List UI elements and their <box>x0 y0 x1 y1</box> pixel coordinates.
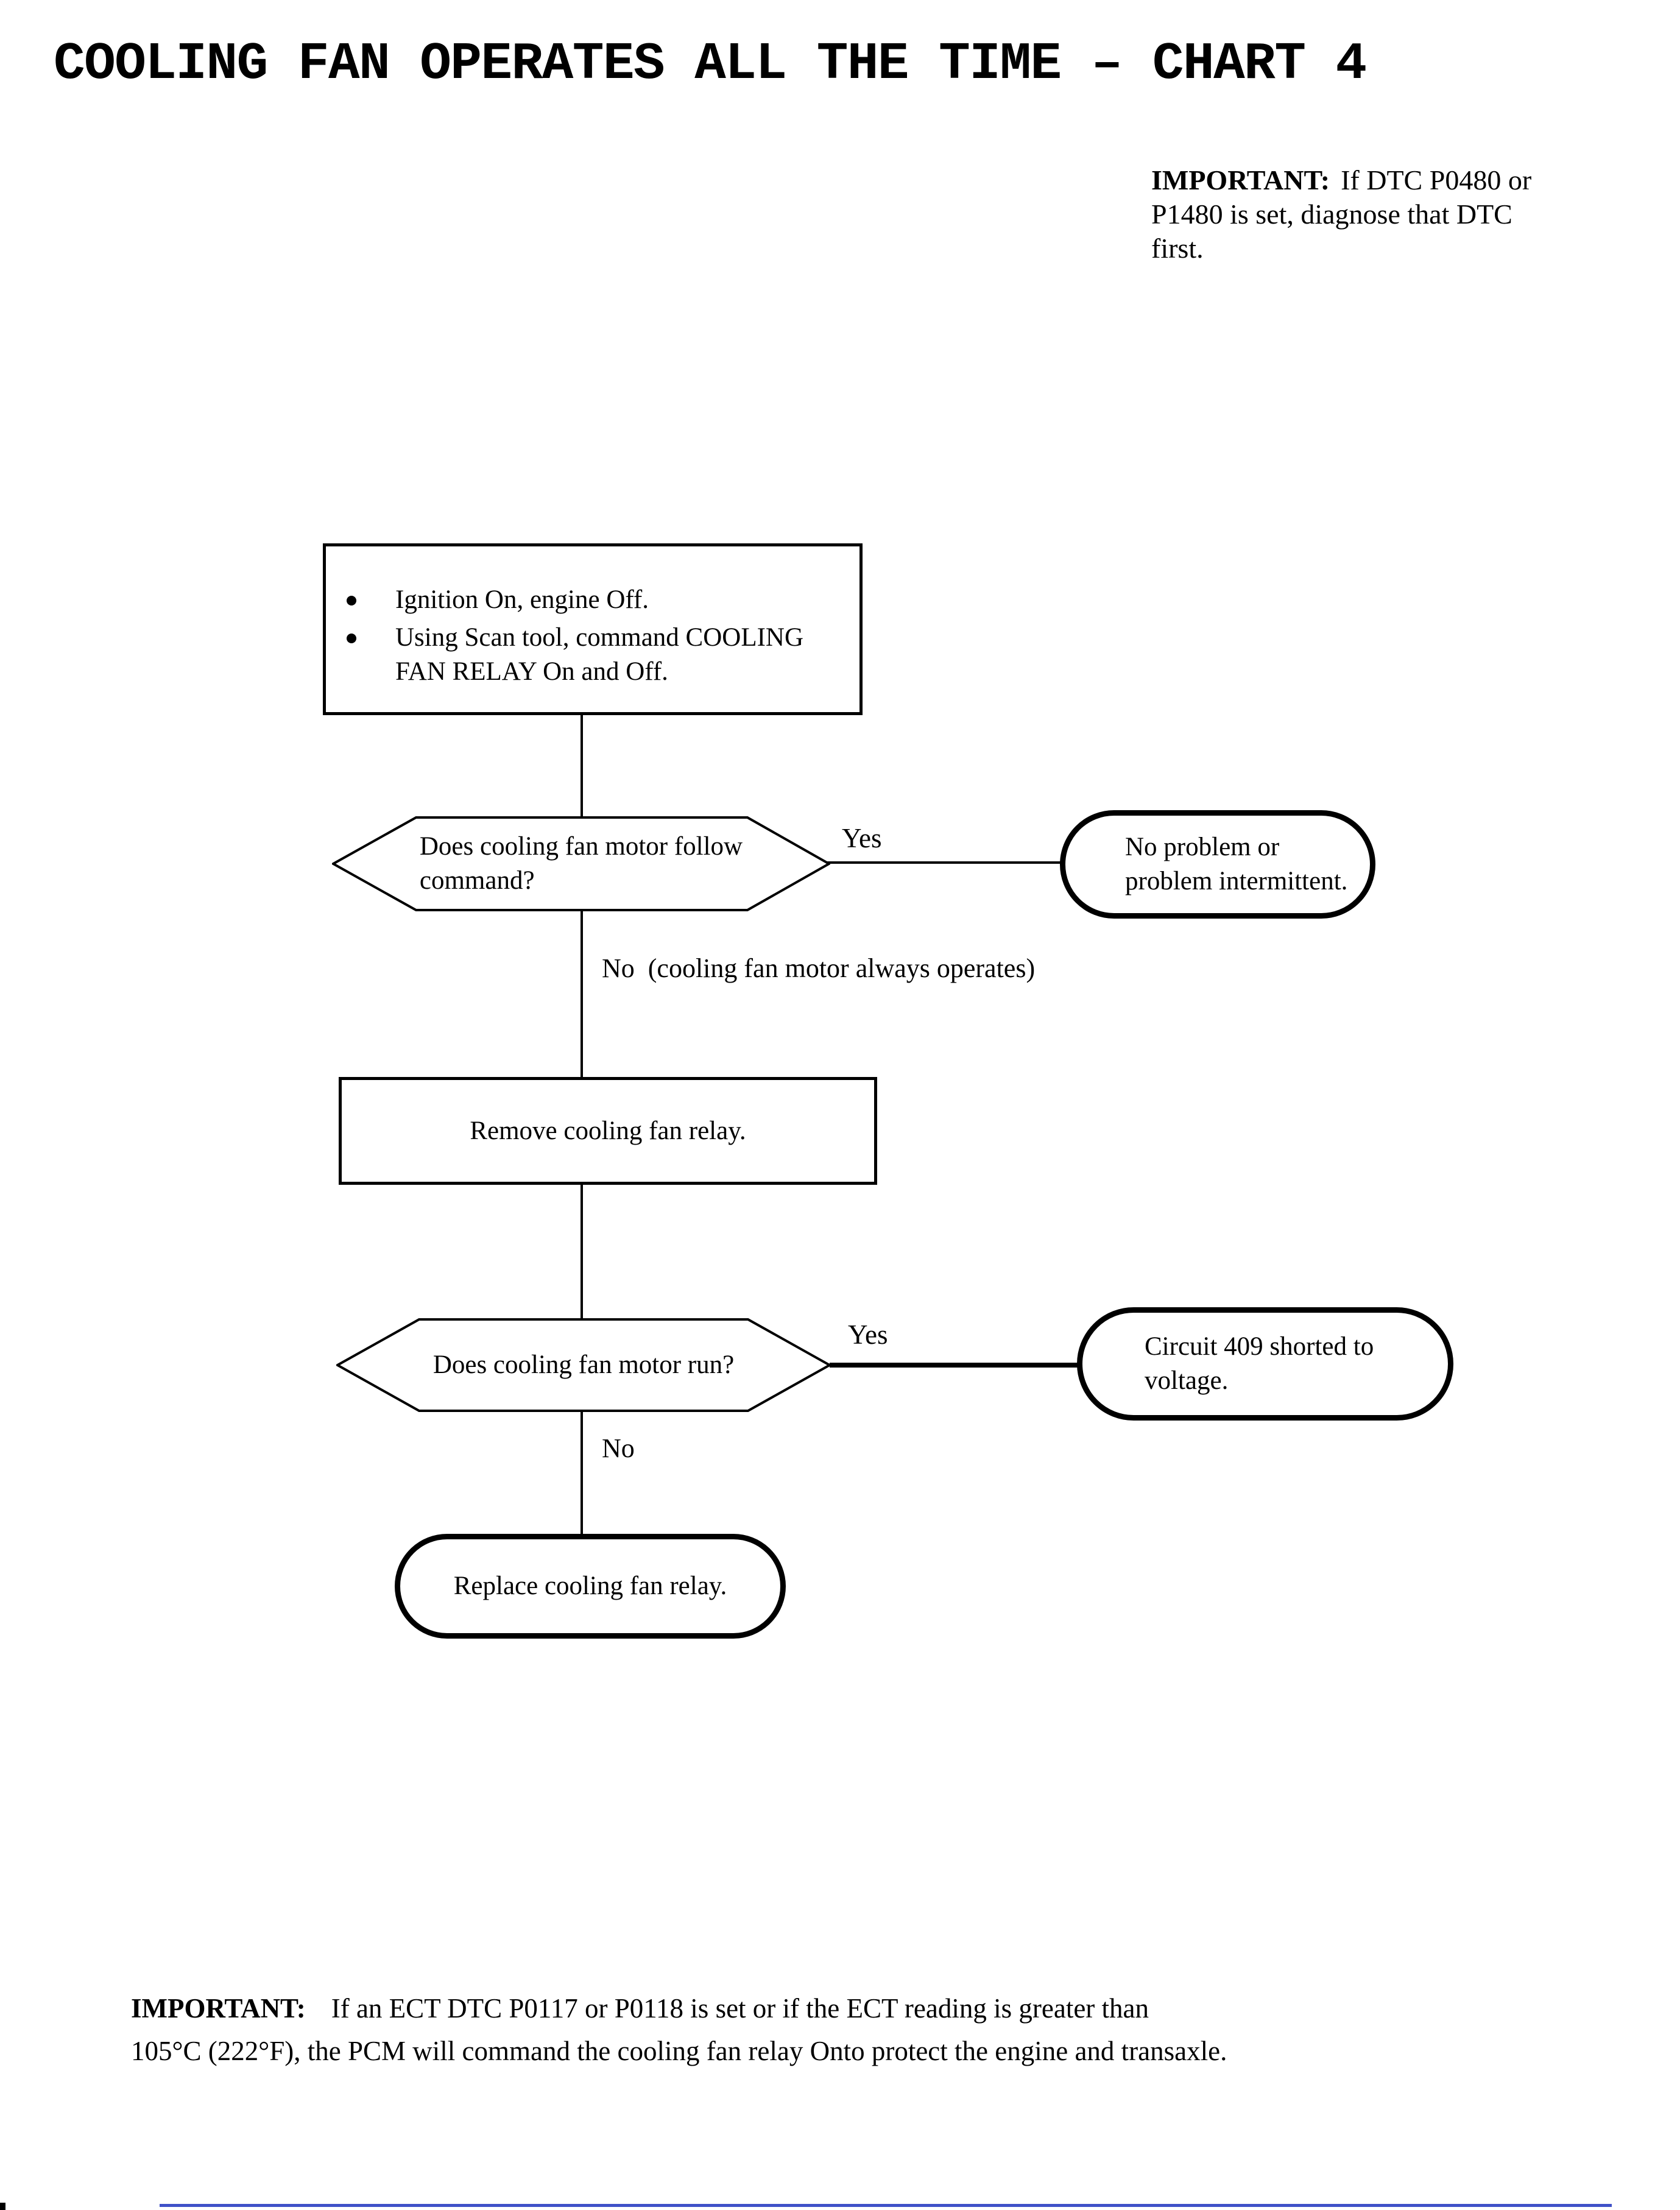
important-label: IMPORTANT: <box>1151 164 1330 196</box>
top-important-note-text3: first. <box>1151 233 1204 264</box>
bottom-important-note: IMPORTANT: If an ECT DTC P0117 or P0118 i… <box>131 1987 1495 2072</box>
top-important-note-line1: IMPORTANT: If DTC P0480 or <box>1151 163 1620 197</box>
bullet-text: Ignition On, engine Off. <box>395 585 649 614</box>
terminal-circuit-409: Circuit 409 shorted to voltage. <box>1077 1307 1453 1421</box>
terminal-replace-relay: Replace cooling fan relay. <box>395 1534 786 1639</box>
bullet-item: Using Scan tool, command COOLING FAN REL… <box>347 621 847 689</box>
connector-line <box>827 861 1061 864</box>
connector-line <box>581 1184 583 1318</box>
top-important-note-text2: P1480 is set, diagnose that DTC <box>1151 199 1512 230</box>
bullet-item: Ignition On, engine Off. <box>347 583 847 617</box>
connector-line <box>830 1363 1078 1368</box>
connector-line <box>581 714 583 816</box>
bottom-blue-rule <box>160 2204 1612 2207</box>
start-step-box: Ignition On, engine Off. Using Scan tool… <box>323 543 863 715</box>
connector-line <box>581 1412 583 1536</box>
important-label: IMPORTANT: <box>131 1993 306 2024</box>
terminal-no-problem: No problem or problem intermittent. <box>1060 810 1375 919</box>
top-important-note-text1: If DTC P0480 or <box>1341 164 1532 196</box>
bottom-important-note-text1: If an ECT DTC P0117 or P0118 is set or i… <box>331 1993 1149 2024</box>
hexagon-shape <box>332 816 830 911</box>
bullet-icon <box>347 596 356 605</box>
bullet-dot-column <box>347 621 395 689</box>
no-label: No <box>602 1433 635 1463</box>
scan-artifact-tick <box>0 2203 5 2210</box>
yes-label: Yes <box>848 1319 888 1350</box>
bullet-text: Using Scan tool, command COOLING FAN REL… <box>395 623 804 686</box>
no-label: No (cooling fan motor always operates) <box>602 953 1036 983</box>
bullet-icon <box>347 634 356 643</box>
top-important-note: IMPORTANT: If DTC P0480 or P1480 is set, … <box>1151 163 1620 266</box>
bottom-important-note-line1: IMPORTANT: If an ECT DTC P0117 or P0118 i… <box>131 1987 1495 2030</box>
decision-motor-run: Does cooling fan motor run? <box>336 1317 831 1413</box>
bottom-important-note-text2: 105°C (222°F), the PCM will command the … <box>131 2036 1227 2066</box>
yes-label: Yes <box>842 823 882 853</box>
process-remove-relay: Remove cooling fan relay. <box>339 1077 877 1185</box>
decision-text: Does cooling fan motor run? <box>432 1350 735 1379</box>
connector-line <box>581 911 583 1078</box>
page-title: COOLING FAN OPERATES ALL THE TIME – CHAR… <box>54 34 1367 94</box>
decision-follow-command: Does cooling fan motor follow command? <box>332 815 830 913</box>
decision-text: Does cooling fan motor follow command? <box>419 832 743 895</box>
bullet-dot-column <box>347 583 395 617</box>
